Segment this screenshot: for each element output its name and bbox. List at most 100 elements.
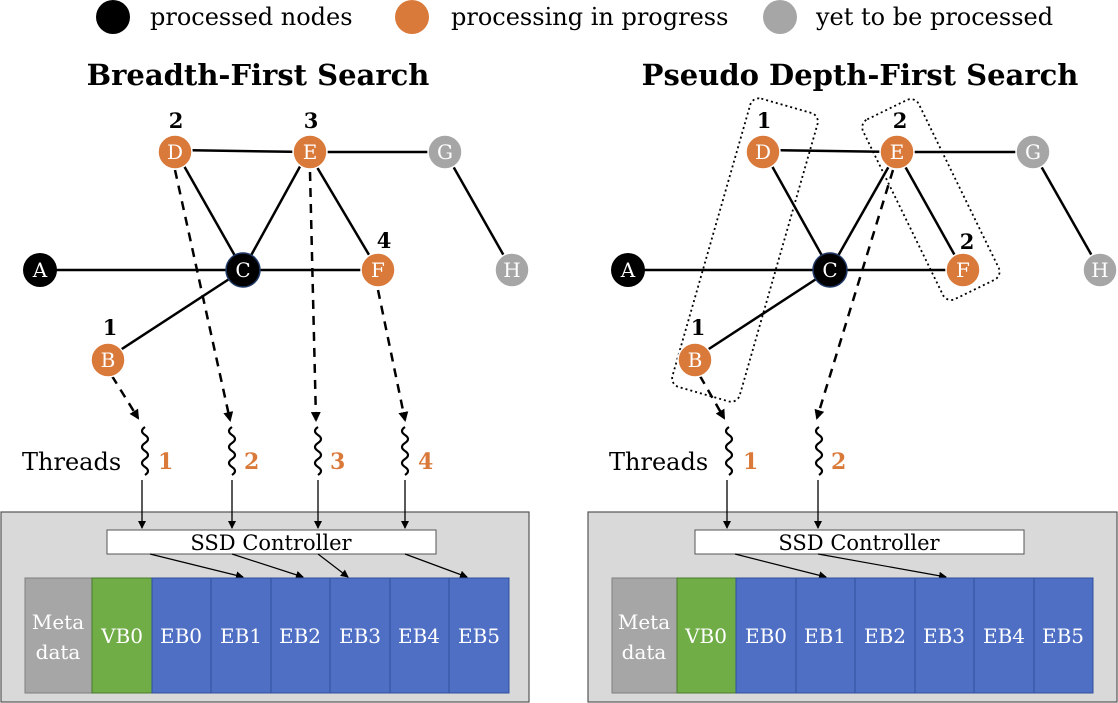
legend-in-progress-label: processing in progress (451, 3, 728, 31)
bfs-title: Breadth-First Search (87, 58, 430, 92)
svg-text:G: G (1025, 140, 1041, 164)
svg-text:EB0: EB0 (745, 624, 787, 648)
bfs-order-d: 2 (169, 108, 184, 133)
pdfs-node-b: B (677, 342, 713, 378)
svg-text:D: D (167, 140, 183, 164)
svg-text:D: D (755, 140, 771, 164)
pdfs-order-e: 2 (893, 108, 908, 133)
bfs-node-f: F (360, 252, 396, 288)
svg-text:EB2: EB2 (864, 624, 906, 648)
svg-text:EB3: EB3 (923, 624, 965, 648)
svg-text:C: C (235, 258, 250, 282)
pdfs-node-c: C (812, 252, 848, 288)
bfs-thread-number: 1 (158, 449, 173, 475)
svg-text:E: E (890, 140, 905, 164)
pdfs-group-boxes (671, 97, 1001, 403)
pdfs-eb2-block (854, 577, 916, 694)
bfs-order-e: 3 (304, 108, 319, 133)
bfs-node-c: C (225, 252, 261, 288)
svg-text:B: B (101, 348, 116, 372)
bfs-thread-number: 2 (244, 449, 259, 475)
pdfs-node-a: A (611, 253, 645, 287)
bfs-thread-links (138, 480, 409, 529)
legend-pending-swatch (763, 0, 797, 34)
svg-text:F: F (956, 258, 970, 282)
pdfs-eb3-block (914, 577, 975, 694)
bfs-blocks: Meta data VB0 EB0 EB1 EB2 EB3 EB4 EB5 (24, 577, 510, 694)
bfs-node-h: H (494, 252, 530, 288)
bfs-node-b: B (90, 342, 126, 378)
bfs-node-a: A (23, 253, 57, 287)
thread-squiggle-icon (724, 426, 734, 476)
svg-text:EB0: EB0 (160, 624, 202, 648)
pdfs-thread-number: 2 (831, 449, 846, 475)
thread-squiggle-icon (227, 426, 237, 476)
svg-text:data: data (622, 640, 667, 664)
svg-text:VB0: VB0 (684, 624, 727, 648)
bfs-eb5-block (448, 577, 510, 694)
legend-processed-label: processed nodes (150, 3, 353, 31)
svg-text:H: H (1091, 258, 1108, 282)
svg-text:EB5: EB5 (458, 624, 500, 648)
pdfs-panel: Pseudo Depth-First Search A (587, 58, 1118, 703)
pdfs-thread-squiggles (724, 426, 824, 476)
svg-text:H: H (503, 258, 520, 282)
bfs-thread-arrows (110, 169, 409, 422)
svg-text:VB0: VB0 (100, 624, 143, 648)
thread-squiggle-icon (400, 426, 410, 476)
bfs-eb0-block (151, 577, 212, 694)
pdfs-order-f: 2 (960, 229, 975, 254)
thread-squiggle-icon (814, 426, 824, 476)
pdfs-eb0-block (735, 577, 797, 694)
pdfs-thread-links (723, 480, 822, 529)
pdfs-node-h: H (1082, 252, 1118, 288)
pdfs-node-d: D (745, 134, 781, 170)
bfs-eb1-block (210, 577, 272, 694)
svg-text:A: A (32, 258, 48, 282)
bfs-thread-number: 4 (418, 449, 433, 475)
svg-text:EB1: EB1 (804, 624, 846, 648)
bfs-eb3-block (329, 577, 391, 694)
pdfs-thread-number: 1 (743, 449, 758, 475)
pdfs-edges (628, 148, 1102, 360)
pdfs-eb5-block (1033, 577, 1094, 694)
pdfs-node-e: E (879, 134, 915, 170)
legend: processed nodes processing in progress y… (96, 0, 1053, 34)
legend-processed-swatch (96, 0, 130, 34)
pdfs-meta-block (611, 577, 678, 694)
bfs-threads-label: Threads (22, 448, 121, 476)
pdfs-node-g: G (1015, 134, 1051, 170)
svg-text:EB4: EB4 (983, 624, 1025, 648)
bfs-nodes: A C D E F B G (23, 134, 530, 378)
pdfs-group-d-b (671, 97, 819, 403)
svg-text:EB4: EB4 (398, 624, 440, 648)
svg-text:EB1: EB1 (220, 624, 262, 648)
svg-text:B: B (688, 348, 703, 372)
svg-text:Meta: Meta (32, 610, 84, 634)
bfs-node-g: G (427, 134, 463, 170)
pdfs-ssd-controller (694, 529, 1025, 555)
bfs-thread-number: 3 (330, 449, 345, 475)
pdfs-threads-label: Threads (609, 448, 708, 476)
bfs-order-b: 1 (103, 315, 118, 340)
pdfs-group-e-f (861, 98, 1001, 301)
svg-text:F: F (371, 258, 385, 282)
pdfs-order-d: 1 (757, 108, 772, 133)
svg-text:Meta: Meta (618, 610, 670, 634)
pdfs-vb0-block (676, 577, 737, 694)
thread-squiggle-icon (313, 426, 323, 476)
pdfs-controller-links (734, 553, 947, 580)
svg-text:EB5: EB5 (1042, 624, 1084, 648)
pdfs-blocks: Meta data VB0 EB0 EB1 EB2 EB3 EB4 EB5 (611, 577, 1094, 694)
bfs-node-e: E (292, 134, 328, 170)
pdfs-eb1-block (795, 577, 856, 694)
svg-text:A: A (620, 258, 636, 282)
pdfs-eb4-block (973, 577, 1035, 694)
svg-text:G: G (437, 140, 453, 164)
svg-text:C: C (822, 258, 837, 282)
bfs-order-f: 4 (377, 228, 392, 253)
svg-text:EB3: EB3 (339, 624, 381, 648)
legend-in-progress-swatch (395, 0, 429, 34)
pdfs-nodes: A C D E F B G (611, 134, 1118, 378)
